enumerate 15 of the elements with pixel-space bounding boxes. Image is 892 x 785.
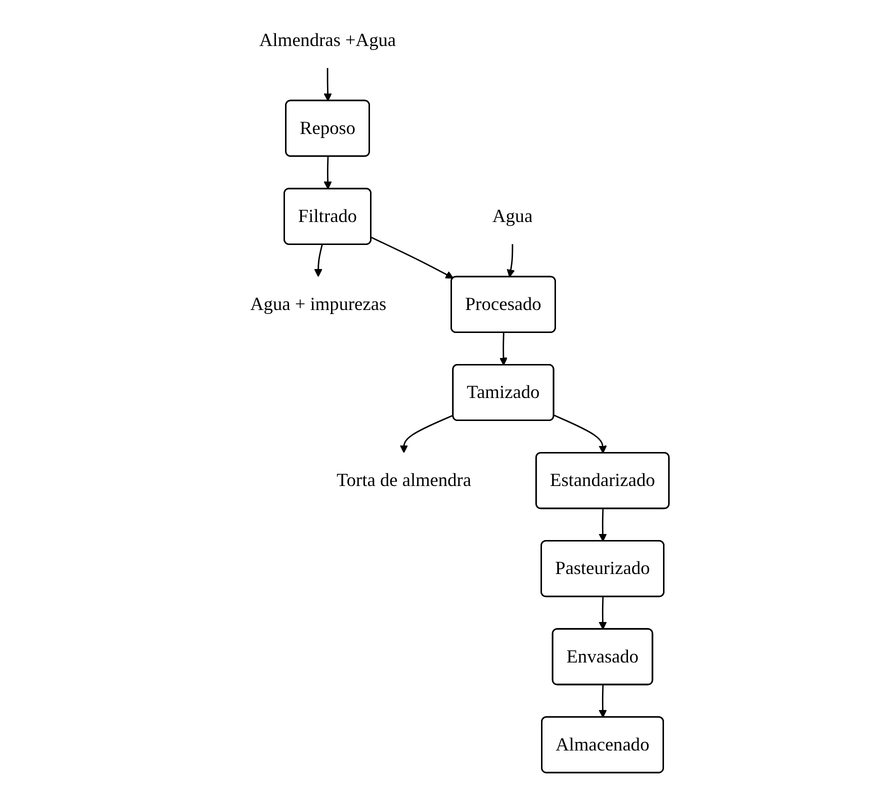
- arrow: [400, 414, 454, 454]
- arrow: [599, 596, 608, 630]
- node-text: Agua + impurezas: [250, 294, 387, 315]
- node-text: Almendras +Agua: [260, 30, 396, 50]
- arrow: [324, 68, 332, 102]
- arrow: [599, 508, 608, 542]
- arrow: [507, 244, 516, 278]
- node-text: Torta de almendra: [336, 470, 472, 491]
- arrow: [599, 684, 608, 718]
- arrow: [554, 414, 608, 454]
- node-text: Agua: [492, 206, 533, 227]
- arrow: [500, 332, 508, 366]
- arrow: [371, 236, 454, 279]
- arrow: [314, 244, 324, 277]
- arrow: [324, 156, 332, 190]
